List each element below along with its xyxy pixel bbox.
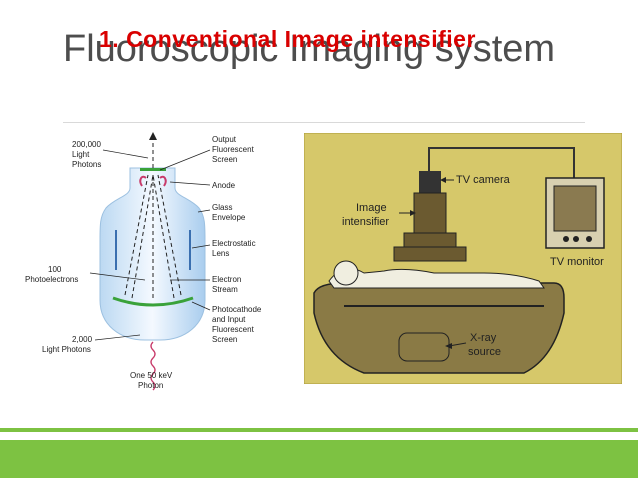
label-photocathode-1: Photocathode (212, 305, 262, 314)
label-input-count: 2,000 (72, 335, 93, 344)
image-intensifier-diagram: 200,000 Light Photons Output Fluorescent… (25, 132, 262, 391)
label-xray-1: X-ray (470, 332, 497, 344)
label-lens-2: Lens (212, 249, 229, 258)
label-lens-1: Electrostatic (212, 239, 256, 248)
label-top-unit-2: Photons (72, 160, 101, 169)
label-photoelectron-unit: Photoelectrons (25, 275, 78, 284)
tv-camera-shape (419, 171, 441, 193)
label-top-count: 200,000 (72, 140, 101, 149)
patient-head (333, 260, 359, 286)
label-tv-monitor: TV monitor (550, 256, 604, 268)
label-output-3: Screen (212, 155, 237, 164)
photocathode-shape (112, 296, 194, 307)
label-photocathode-3: Fluorescent (212, 325, 255, 334)
xray-source-shape (398, 332, 450, 362)
output-screen-shape (140, 168, 166, 171)
label-xray-2: source (468, 346, 501, 358)
label-top-unit-1: Light (72, 150, 90, 159)
label-tv-camera: TV camera (456, 174, 511, 186)
label-photocathode-4: Screen (212, 335, 237, 344)
label-photoelectron-count: 100 (48, 265, 62, 274)
label-glass-2: Envelope (212, 213, 246, 222)
slide-title: Fluoroscopic Imaging system (63, 28, 556, 70)
label-stream-1: Electron (212, 275, 241, 284)
incoming-photon-wave (150, 341, 156, 391)
slide-subtitle: 1. Conventional Image intensifier (99, 26, 476, 52)
title-divider (63, 122, 585, 123)
label-glass-1: Glass (212, 203, 232, 212)
footer-band (0, 440, 638, 478)
label-input-unit: Light Photons (42, 345, 91, 354)
label-photon-2: Photon (138, 381, 163, 390)
label-stream-2: Stream (212, 285, 238, 294)
footer-accent-line (0, 428, 638, 432)
anode-shape (139, 175, 167, 187)
label-image-2: intensifier (342, 216, 389, 228)
label-image-1: Image (356, 202, 387, 214)
image-intensifier-shape (413, 192, 447, 234)
label-output-1: Output (212, 135, 237, 144)
fluoroscopy-system-diagram: TV camera Image intensifier TV monitor X… (304, 133, 622, 384)
label-output-2: Fluorescent (212, 145, 255, 154)
label-anode: Anode (212, 181, 236, 190)
label-photon-1: One 50 keV (130, 371, 173, 380)
label-photocathode-2: and Input (212, 315, 246, 324)
